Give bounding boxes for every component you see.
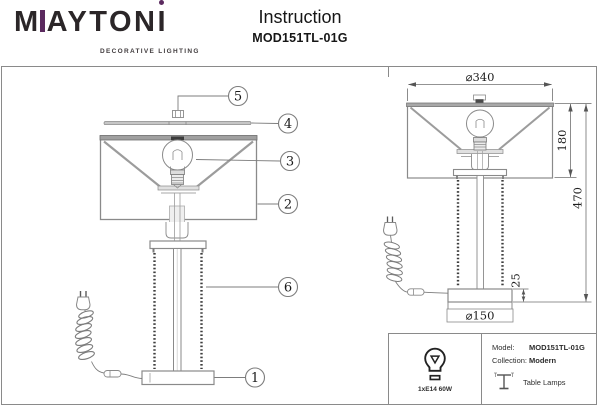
category-row: Table Lamps bbox=[492, 371, 597, 393]
cord-coil bbox=[74, 310, 95, 361]
model-value: MOD151TL-01G bbox=[529, 343, 585, 352]
diffuser-plate bbox=[103, 121, 252, 126]
svg-text:180: 180 bbox=[555, 130, 569, 152]
inline-switch bbox=[103, 370, 122, 378]
power-plug bbox=[75, 291, 91, 311]
collection-row: Collection: Modern bbox=[492, 356, 597, 365]
model-label: Model: bbox=[492, 343, 515, 352]
logo-letter-i: I bbox=[158, 0, 169, 37]
stand-column-small bbox=[476, 175, 484, 290]
svg-text:3: 3 bbox=[286, 155, 294, 170]
frame-divider-tick bbox=[388, 67, 389, 77]
callout-6: 6 bbox=[206, 276, 299, 298]
power-cord bbox=[74, 291, 143, 379]
drawing-frame bbox=[1, 66, 597, 405]
cord-coil-small bbox=[383, 241, 403, 282]
dimension-shade-height: 180 bbox=[554, 103, 577, 178]
callout-4: 4 bbox=[251, 113, 299, 134]
svg-text:6: 6 bbox=[284, 281, 292, 296]
svg-text:2: 2 bbox=[284, 198, 292, 213]
logo-tagline: DECORATIVE LIGHTING bbox=[100, 48, 200, 55]
finial bbox=[172, 110, 184, 118]
spec-table: 1xE14 60W Model: MOD151TL-01G Collection… bbox=[388, 333, 597, 404]
svg-text:5: 5 bbox=[234, 90, 242, 105]
stand-platform-small bbox=[452, 168, 508, 177]
dimension-total-height: 470 bbox=[513, 103, 592, 303]
lamp-base-small bbox=[447, 288, 513, 303]
callout-3: 3 bbox=[195, 150, 301, 172]
svg-text:⌀340: ⌀340 bbox=[466, 70, 495, 84]
stand-platform bbox=[149, 240, 207, 250]
model-number: MOD151TL-01G bbox=[252, 31, 348, 45]
svg-text:⌀150: ⌀150 bbox=[466, 309, 495, 323]
product-spec-cell: Model: MOD151TL-01G Collection: Modern T… bbox=[482, 334, 597, 404]
right-lamp-dimension-view: ⌀340 180 470 bbox=[382, 70, 592, 323]
bulb-spec-cell: 1xE14 60W bbox=[389, 334, 482, 404]
bulb-icon bbox=[424, 347, 446, 380]
svg-text:4: 4 bbox=[284, 117, 292, 132]
left-lamp-exploded-view: 5 4 bbox=[74, 85, 301, 388]
finial-small bbox=[473, 94, 486, 104]
shade-fitter bbox=[165, 193, 189, 241]
collection-label: Collection: bbox=[492, 356, 528, 365]
power-cord-small bbox=[382, 216, 449, 296]
table-lamp-icon bbox=[494, 372, 514, 390]
svg-text:25: 25 bbox=[509, 273, 523, 288]
dimension-base-diameter: ⌀150 bbox=[446, 302, 514, 323]
collection-value: Modern bbox=[529, 356, 557, 365]
model-row: Model: MOD151TL-01G bbox=[492, 343, 597, 352]
dimension-base-height: 25 bbox=[509, 273, 529, 302]
category-label: Table Lamps bbox=[523, 377, 566, 387]
logo-i-dot bbox=[158, 0, 164, 5]
shade-fitter-small bbox=[471, 151, 489, 171]
logo-letters-mid: AYTON bbox=[46, 6, 158, 38]
svg-text:1: 1 bbox=[251, 371, 259, 386]
callout-2: 2 bbox=[257, 193, 299, 215]
logo-letter-m: M bbox=[14, 6, 41, 38]
title-block: Instruction MOD151TL-01G bbox=[220, 7, 380, 45]
light-bulb-small bbox=[466, 109, 494, 151]
callout-1: 1 bbox=[214, 367, 266, 388]
lamp-base bbox=[141, 370, 215, 386]
inline-switch-small bbox=[407, 288, 425, 296]
logo-accent-bar bbox=[39, 10, 45, 32]
callout-5: 5 bbox=[177, 85, 249, 110]
light-bulb bbox=[162, 139, 193, 189]
svg-text:470: 470 bbox=[571, 187, 585, 209]
bulb-spec: 1xE14 60W bbox=[418, 385, 452, 393]
dimension-shade-diameter: ⌀340 bbox=[407, 70, 553, 101]
power-plug-small bbox=[382, 216, 398, 236]
page-title: Instruction bbox=[258, 7, 342, 27]
